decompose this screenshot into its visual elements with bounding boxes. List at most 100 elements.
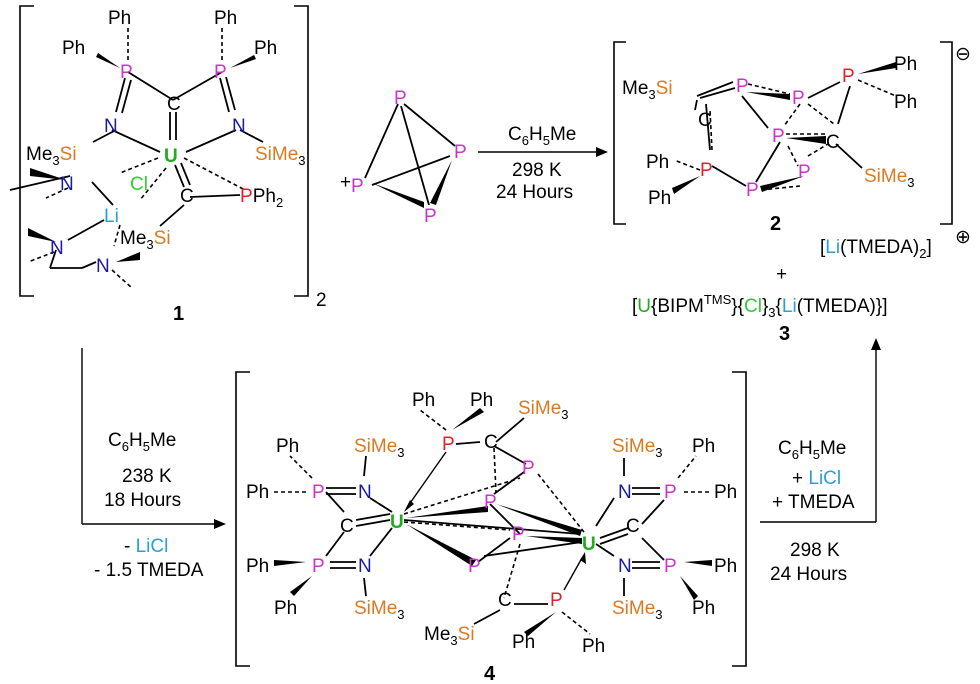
me3si-label: Me3Si: [424, 624, 475, 648]
ph-label: Ph: [692, 436, 715, 457]
ph-label: Ph: [108, 8, 131, 29]
time-label: 24 Hours: [496, 182, 573, 203]
ph-label: Ph: [246, 556, 269, 577]
temperature-label: 238 K: [122, 466, 172, 487]
nitrogen-atom: N: [232, 116, 246, 137]
compound-2-label: 2: [770, 213, 781, 235]
cation-charge: ⊕: [955, 227, 971, 248]
uranium-atom: U: [582, 534, 596, 555]
phosphorus-atom: P: [214, 62, 227, 83]
compound-3: + [U{BIPMTMS}{Cl}3{Li(TMEDA)}] 3: [632, 264, 887, 345]
me3si-label: Me3Si: [120, 228, 171, 252]
time-label: 18 Hours: [104, 490, 181, 511]
compound-1-right-bracket: [294, 5, 309, 297]
minus-tmeda-label: - 1.5 TMEDA: [94, 560, 204, 581]
reaction-arrow-1: C6H5Me 298 K 24 Hours: [478, 124, 608, 203]
compound-3-label: 3: [779, 323, 790, 345]
carbon-atom: C: [484, 432, 498, 453]
nitrogen-atom: N: [50, 238, 64, 259]
carbon-atom: C: [698, 110, 712, 131]
phosphorus-atom: P: [842, 66, 855, 87]
compound-1-multiplier: 2: [316, 290, 327, 311]
phosphorus-atom: P: [424, 206, 437, 227]
ph-label: Ph: [276, 436, 299, 457]
phosphorus-atom: P: [468, 556, 481, 577]
temperature-label: 298 K: [790, 540, 840, 561]
lithium-atom: Li: [104, 206, 119, 227]
phosphorus-atom: P: [512, 524, 525, 545]
phosphorus-atom: P: [792, 88, 805, 109]
compound-1: 2 Ph: [9, 5, 327, 325]
carbon-atom: C: [180, 186, 194, 207]
phosphorus-atom: P: [454, 142, 467, 163]
compound-4-right-bracket: [732, 371, 747, 667]
compound-1-label: 1: [173, 303, 184, 325]
ph-label: Ph: [254, 38, 277, 59]
phosphorus-atom: P: [394, 88, 407, 109]
lithium-cation-label: [Li(TMEDA)2]: [820, 237, 932, 261]
time-label: 24 Hours: [770, 564, 847, 585]
ph-label: Ph: [470, 390, 493, 411]
plus-sign: +: [340, 172, 351, 193]
phosphorus-atom: P: [351, 176, 364, 197]
sime3-label: SiMe3: [612, 598, 663, 622]
phosphorus-atom: P: [312, 556, 325, 577]
compound-4-label: 4: [484, 663, 496, 684]
sime3-label: SiMe3: [255, 144, 306, 168]
temperature-label: 298 K: [512, 160, 562, 181]
plus-sign: +: [776, 264, 787, 285]
ph-label: Ph: [894, 92, 917, 113]
nitrogen-atom: N: [358, 556, 372, 577]
phosphorus-atom: P: [798, 162, 811, 183]
phosphorus-atom: P: [772, 126, 785, 147]
pph2-label: PPh2: [240, 186, 283, 210]
phosphorus-atom: P: [484, 492, 497, 513]
phosphorus-atom: P: [522, 458, 535, 479]
phosphorus-atom: P: [700, 160, 713, 181]
ph-label: Ph: [648, 188, 671, 209]
carbon-atom: C: [626, 516, 640, 537]
carbon-atom: C: [826, 132, 840, 153]
compound-4: Ph Ph SiMe3 P C P P P P C P Me3Si Ph Ph …: [235, 371, 747, 684]
phosphorus-atom: P: [442, 434, 455, 455]
phosphorus-atom: P: [664, 482, 677, 503]
solvent-label: C6H5Me: [108, 430, 176, 454]
carbon-atom: C: [167, 94, 181, 115]
compound-4-left-bracket: [235, 371, 250, 667]
anion-charge: ⊖: [955, 44, 971, 65]
plus-licl-label: + LiCl: [792, 468, 841, 489]
sime3-label: SiMe3: [354, 436, 405, 460]
phosphorus-atom: P: [664, 556, 677, 577]
ph-label: Ph: [62, 38, 85, 59]
phosphorus-atom: P: [312, 482, 325, 503]
ph-label: Ph: [692, 598, 715, 619]
compound-2-right-bracket: [940, 41, 953, 225]
ph-label: Ph: [246, 482, 269, 503]
uranium-atom: U: [390, 512, 404, 533]
ph-label: Ph: [274, 598, 297, 619]
nitrogen-atom: N: [618, 482, 632, 503]
ph-label: Ph: [512, 632, 535, 653]
me3si-label: Me3Si: [26, 144, 77, 168]
uranium-atom: U: [164, 146, 178, 167]
chlorine-atom: Cl: [130, 174, 148, 195]
phosphorus-atom: P: [550, 590, 563, 611]
compound-2-left-bracket: [613, 41, 626, 225]
phosphorus-atom: P: [120, 62, 133, 83]
phosphorus-atom: P: [736, 76, 749, 97]
compound-2: ⊖ Me3Si P P P Ph Ph C P C Ph: [613, 41, 971, 235]
p4-tetrahedron: P P P P: [351, 88, 467, 227]
nitrogen-atom: N: [618, 556, 632, 577]
solvent-label: C6H5Me: [778, 438, 846, 462]
ph-label: Ph: [412, 390, 435, 411]
compound-3-formula: [U{BIPMTMS}{Cl}3{Li(TMEDA)}]: [632, 292, 887, 320]
sime3-label: SiMe3: [354, 598, 405, 622]
sime3-label: SiMe3: [518, 398, 569, 422]
nitrogen-atom: N: [60, 174, 74, 195]
sime3-label: SiMe3: [864, 166, 915, 190]
plus-tmeda-label: + TMEDA: [772, 492, 855, 513]
phosphorus-atom: P: [746, 180, 759, 201]
ph-label: Ph: [646, 152, 669, 173]
nitrogen-atom: N: [104, 116, 118, 137]
me3si-label: Me3Si: [622, 78, 673, 102]
